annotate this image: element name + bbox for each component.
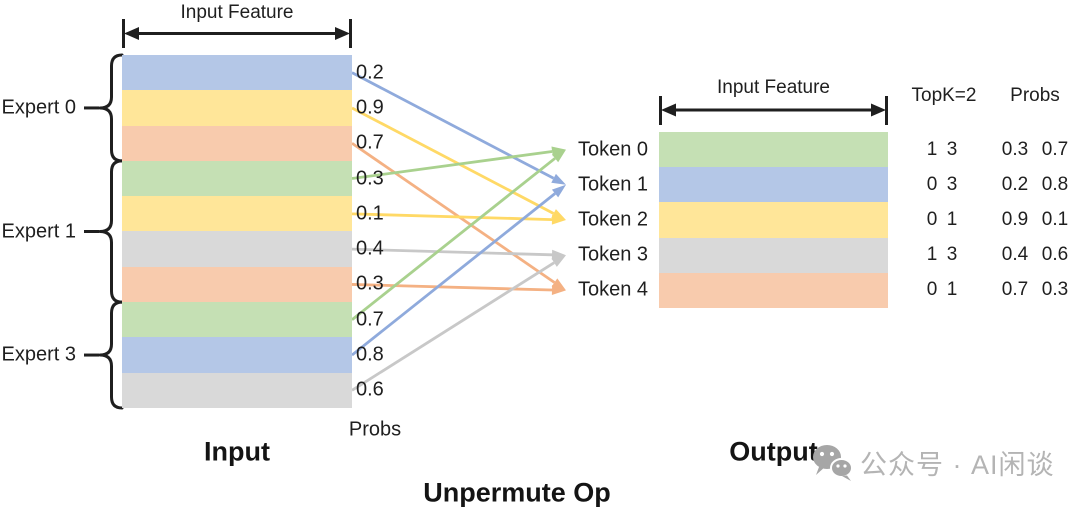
output-feature-measure-arrow <box>659 96 888 125</box>
token-3-label: Token 3 <box>578 243 649 266</box>
watermark-text: 公众号 · AI闲谈 <box>860 449 1055 480</box>
expert-0-label: Expert 0 <box>1 96 76 119</box>
topk-value: 0 <box>926 209 938 230</box>
prob-out-value: 0.7 <box>1001 279 1029 300</box>
input-caption: Input <box>204 436 270 467</box>
expert-brace <box>98 53 124 163</box>
topk-value: 1 <box>946 279 958 300</box>
prob-value: 0.3 <box>356 272 384 295</box>
prob-out-value: 0.8 <box>1041 174 1069 195</box>
routing-arrow-head <box>551 184 566 198</box>
topk-header: TopK=2 <box>911 85 977 106</box>
input-matrix <box>122 55 352 408</box>
routing-arrow-line <box>351 247 553 257</box>
routing-arrow-head <box>551 249 566 260</box>
output-matrix <box>659 132 888 309</box>
prob-value: 0.2 <box>356 61 384 84</box>
prob-value: 0.7 <box>356 308 384 331</box>
routing-arrow-line <box>351 212 553 221</box>
output-caption: Output <box>729 436 818 467</box>
token-0-label: Token 0 <box>578 138 649 161</box>
routing-arrow-line <box>351 192 556 357</box>
prob-out-value: 0.7 <box>1041 139 1069 160</box>
expert-brace <box>98 300 124 410</box>
expert-3-label: Expert 3 <box>1 343 76 366</box>
routing-arrow-line <box>351 283 553 292</box>
probs-column-caption: Probs <box>348 418 402 441</box>
output-matrix-row <box>659 167 888 203</box>
topk-value: 3 <box>946 174 958 195</box>
input-matrix-row <box>122 302 352 338</box>
expert-brace <box>98 159 124 304</box>
token-2-label: Token 2 <box>578 208 649 231</box>
input-matrix-row <box>122 90 352 126</box>
input-matrix-row <box>122 55 352 91</box>
wechat-icon <box>813 445 853 481</box>
input-matrix-row <box>122 160 352 197</box>
prob-out-value: 0.4 <box>1001 244 1029 265</box>
prob-value: 0.8 <box>356 343 384 366</box>
watermark: 公众号 · AI闲谈 <box>810 441 1055 483</box>
routing-arrow-head <box>551 255 566 267</box>
topk-value: 0 <box>926 174 938 195</box>
input-matrix-row <box>122 231 352 267</box>
routing-arrow-head <box>551 214 566 225</box>
prob-out-value: 0.3 <box>1001 139 1029 160</box>
operation-title: Unpermute Op <box>423 477 611 508</box>
routing-arrow-head <box>551 285 566 296</box>
prob-value: 0.9 <box>356 96 384 119</box>
token-1-label: Token 1 <box>578 173 649 196</box>
input-matrix-row <box>122 372 352 408</box>
output-matrix-row <box>659 237 888 273</box>
prob-value: 0.4 <box>356 237 384 260</box>
input-matrix-row <box>122 196 352 232</box>
probs-header: Probs <box>1010 85 1060 106</box>
prob-out-value: 0.3 <box>1041 279 1069 300</box>
prob-value: 0.7 <box>356 131 384 154</box>
prob-out-value: 0.6 <box>1041 244 1069 265</box>
routing-arrow-head <box>551 173 566 185</box>
output-matrix-row <box>659 202 888 238</box>
routing-arrow-line <box>351 261 555 392</box>
routing-arrow-head <box>551 149 566 163</box>
output-matrix-row <box>659 132 888 168</box>
routing-arrow-line <box>351 106 555 215</box>
prob-value: 0.3 <box>356 167 384 190</box>
input-matrix-row <box>122 266 352 303</box>
input-matrix-row <box>122 337 352 373</box>
input-matrix-row <box>122 125 352 161</box>
topk-value: 1 <box>926 244 938 265</box>
output-feature-label: Input Feature <box>716 77 831 98</box>
routing-arrow-line <box>351 142 556 284</box>
expert-1-label: Expert 1 <box>1 220 76 243</box>
input-feature-measure-arrow <box>122 19 352 48</box>
topk-value: 1 <box>926 139 938 160</box>
prob-value: 0.6 <box>356 378 384 401</box>
prob-value: 0.1 <box>356 202 384 225</box>
prob-out-value: 0.2 <box>1001 174 1029 195</box>
input-feature-label: Input Feature <box>180 2 294 23</box>
routing-arrow-line <box>351 71 555 180</box>
topk-value: 3 <box>946 139 958 160</box>
topk-value: 0 <box>926 279 938 300</box>
routing-arrow-line <box>351 157 556 321</box>
prob-out-value: 0.1 <box>1041 209 1069 230</box>
prob-out-value: 0.9 <box>1001 209 1029 230</box>
output-matrix-row <box>659 272 888 309</box>
routing-arrow-line <box>351 150 553 180</box>
token-4-label: Token 4 <box>578 278 649 301</box>
topk-value: 3 <box>946 244 958 265</box>
topk-value: 1 <box>946 209 958 230</box>
